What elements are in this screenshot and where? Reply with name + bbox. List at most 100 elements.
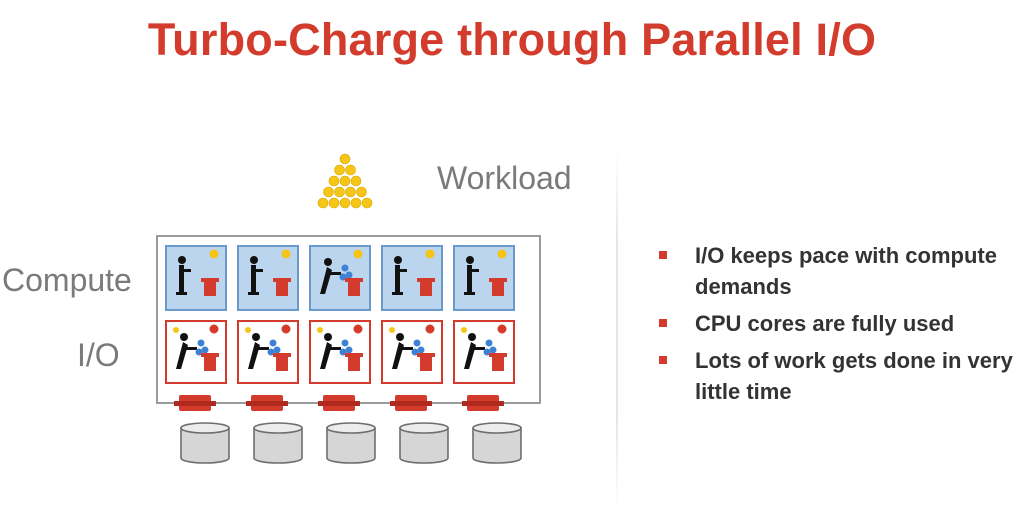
pedestal-top — [345, 353, 363, 357]
disk-body — [253, 427, 303, 464]
person-head — [250, 256, 258, 264]
task-item — [209, 324, 219, 334]
work-item — [485, 339, 493, 347]
person-foot — [248, 292, 259, 295]
workload-unit — [350, 175, 362, 187]
person-foot — [176, 292, 187, 295]
io-cell — [381, 320, 443, 384]
work-item — [339, 273, 347, 281]
pedestal — [276, 355, 288, 371]
bullet-list: I/O keeps pace with compute demands CPU … — [659, 240, 1019, 413]
workload-label: Workload — [437, 160, 572, 196]
task-item — [209, 249, 219, 259]
compute-cell — [381, 245, 443, 311]
person-body — [251, 265, 256, 294]
bullet-text: Lots of work gets done in very little ti… — [695, 348, 1013, 404]
work-item — [413, 339, 421, 347]
io-label: I/O — [77, 337, 120, 373]
task-item — [281, 324, 291, 334]
work-item — [345, 271, 353, 279]
work-item — [411, 348, 419, 356]
pedestal — [348, 355, 360, 371]
work-item — [489, 346, 497, 354]
bullet-text: I/O keeps pace with compute demands — [695, 243, 997, 299]
column-divider — [616, 150, 618, 510]
pedestal-top — [489, 353, 507, 357]
person-arm — [185, 347, 197, 350]
disk-top — [326, 422, 376, 434]
work-item — [197, 339, 205, 347]
work-item — [483, 348, 491, 356]
io-connector-base — [174, 401, 216, 406]
compute-label: Compute — [2, 262, 132, 298]
person-head — [324, 258, 332, 266]
person-arm — [471, 269, 479, 272]
person-head — [394, 256, 402, 264]
disk-body — [326, 427, 376, 464]
disk-icon — [472, 422, 522, 464]
slide-title: Turbo-Charge through Parallel I/O — [147, 14, 877, 65]
pedestal-top — [417, 278, 435, 282]
workload-unit — [361, 197, 373, 209]
work-item — [201, 346, 209, 354]
disk-top — [472, 422, 522, 434]
pedestal-top — [345, 278, 363, 282]
workload-unit — [328, 175, 340, 187]
person-arm — [329, 272, 341, 275]
task-item — [173, 327, 179, 333]
person-head — [178, 256, 186, 264]
compute-cell — [453, 245, 515, 311]
bullet-item: Lots of work gets done in very little ti… — [659, 345, 1019, 407]
workload-unit — [350, 197, 362, 209]
person-body — [395, 265, 400, 294]
disk-icon — [180, 422, 230, 464]
pedestal-top — [417, 353, 435, 357]
task-item — [425, 249, 435, 259]
pedestal — [348, 280, 360, 296]
disk-icon — [399, 422, 449, 464]
bullet-item: CPU cores are fully used — [659, 308, 1019, 339]
work-item — [267, 348, 275, 356]
bullet-item: I/O keeps pace with compute demands — [659, 240, 1019, 302]
compute-cell — [237, 245, 299, 311]
task-item — [425, 324, 435, 334]
workload-unit — [345, 186, 356, 198]
workload-unit — [339, 175, 351, 187]
task-item — [317, 327, 323, 333]
person-foot — [392, 292, 403, 295]
io-cell — [309, 320, 371, 384]
disk-body — [472, 427, 522, 464]
compute-cell — [309, 245, 371, 311]
person-body — [179, 265, 184, 294]
person-arm — [473, 347, 485, 350]
workload-unit — [334, 164, 345, 176]
pedestal-top — [273, 278, 291, 282]
workload-unit — [339, 153, 351, 165]
work-item — [341, 339, 349, 347]
workload-unit — [323, 186, 334, 198]
work-item — [269, 339, 277, 347]
bullet-square-icon — [659, 251, 667, 259]
io-cell — [165, 320, 227, 384]
task-item — [353, 324, 363, 334]
bullet-square-icon — [659, 319, 667, 327]
pedestal-top — [201, 278, 219, 282]
person-arm — [329, 347, 341, 350]
work-item — [195, 348, 203, 356]
pedestal — [492, 355, 504, 371]
task-item — [281, 249, 291, 259]
io-connector-base — [318, 401, 360, 406]
person-head — [396, 333, 404, 341]
person-arm — [255, 269, 263, 272]
disk-icon — [326, 422, 376, 464]
task-item — [497, 249, 507, 259]
disk-body — [180, 427, 230, 464]
work-item — [273, 346, 281, 354]
task-item — [353, 249, 363, 259]
person-foot — [464, 292, 475, 295]
person-head — [466, 256, 474, 264]
io-cell — [453, 320, 515, 384]
io-connector-base — [246, 401, 288, 406]
disk-top — [399, 422, 449, 434]
